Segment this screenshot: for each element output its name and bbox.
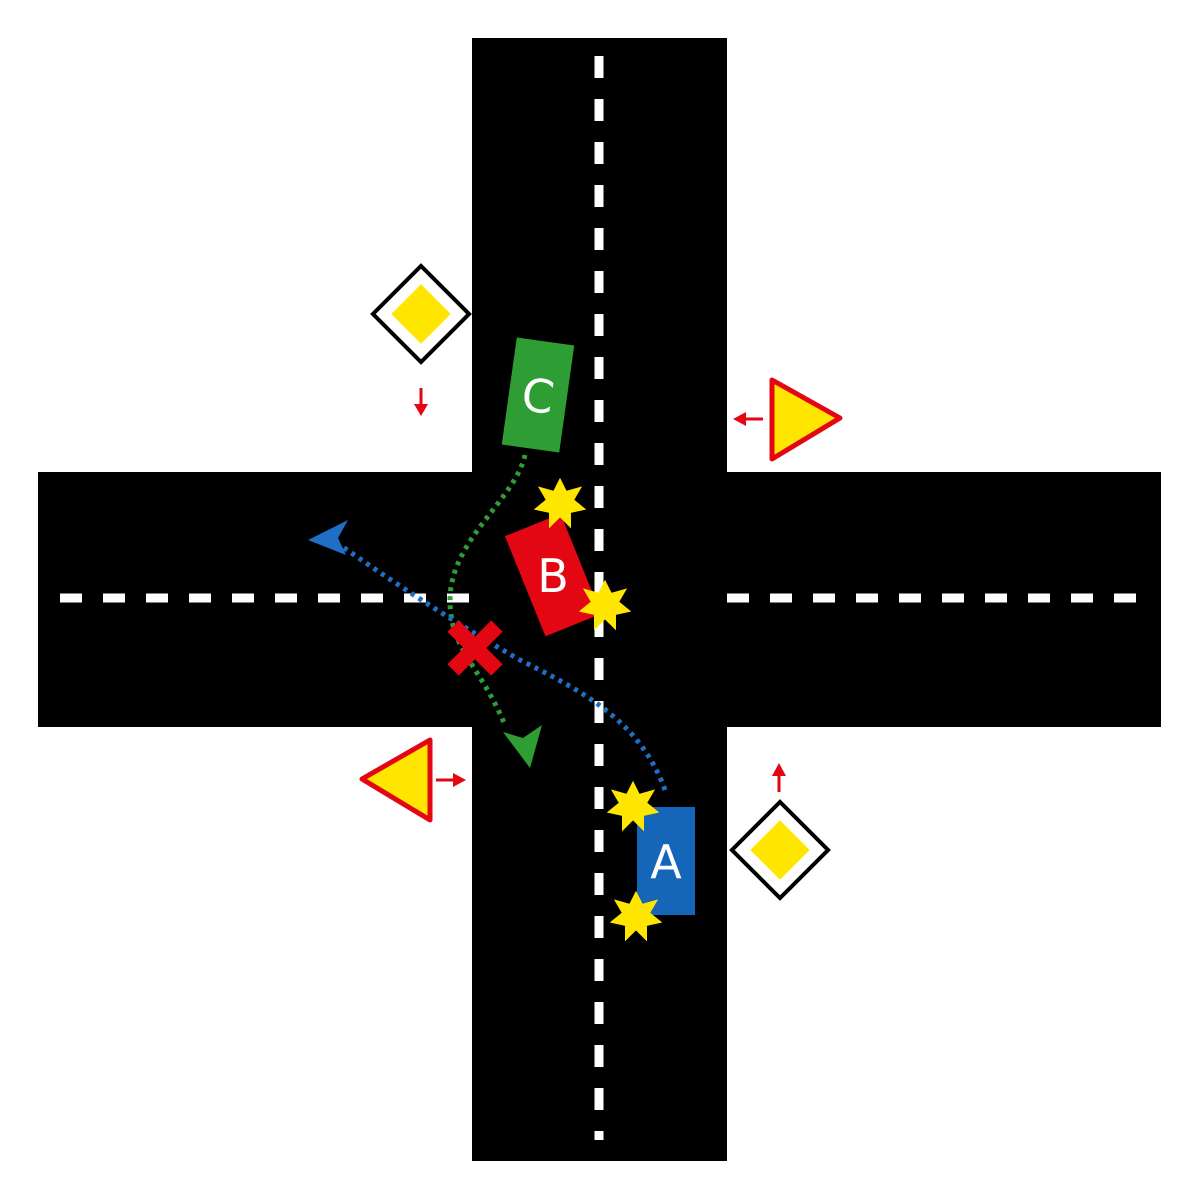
vehicle-b: B [504,513,602,637]
vehicle-a: A [637,807,695,915]
give-way-sign-icon [359,737,433,823]
arrow-left-icon-head [733,412,746,426]
impact-star-icon [609,890,663,942]
arrowhead-vehicle-a [308,520,348,555]
vehicle-b-body [504,513,602,637]
arrow-up-icon-head [772,763,786,776]
vehicle-a-body [637,807,695,915]
sign-direction-arrows [414,388,786,792]
vehicle-c: C [501,337,575,453]
vehicle-c-body [501,337,575,453]
impact-star-icon [578,579,632,631]
arrowhead-vehicle-c [503,725,542,768]
priority-road-sign-icon [729,799,831,901]
vehicle-b-label: B [537,549,569,603]
arrow-down-icon-head [414,404,428,416]
vehicle-c-label: C [518,367,557,425]
impact-star-icon [533,477,587,529]
path-vehicle-a [338,542,668,791]
give-way-sign-icon [769,377,843,462]
vehicle-paths [338,454,668,791]
red-cross-icon [447,620,503,676]
arrow-right-icon-head [453,773,466,787]
priority-road-sign-icon [370,263,472,365]
path-vehicle-c [447,454,528,726]
impact-star-icon [606,780,660,832]
impact-markers [533,477,663,942]
vehicle-a-label: A [650,835,682,889]
lane-markings [60,56,1140,1140]
